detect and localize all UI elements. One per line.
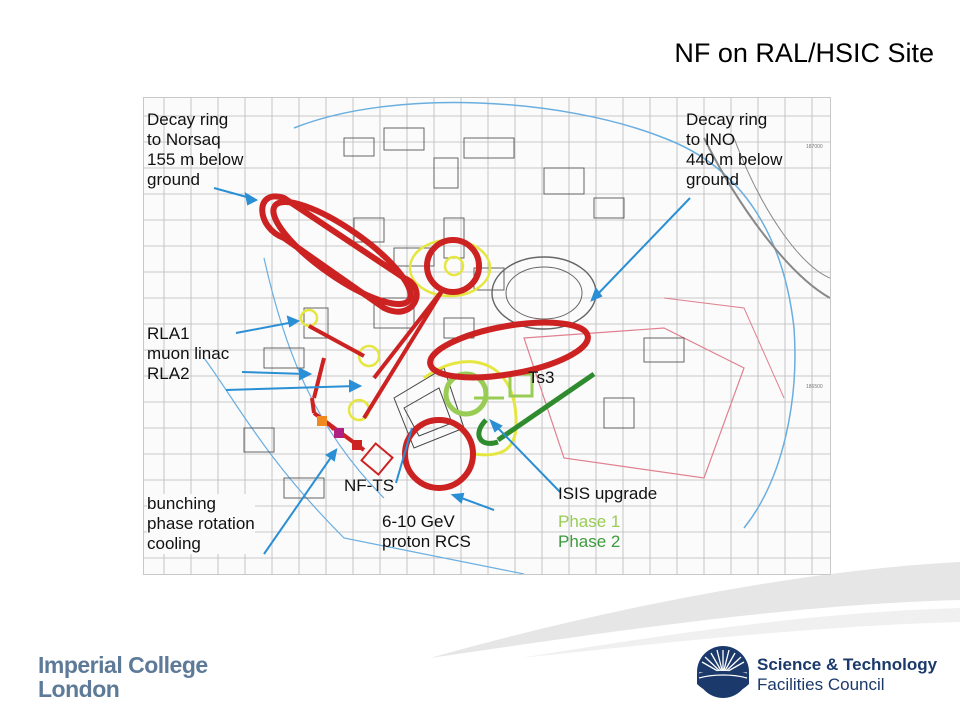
page-title: NF on RAL/HSIC Site	[674, 38, 934, 68]
site-map: 187000 186500 Decay ring to Norsaq 155 m …	[143, 97, 831, 575]
label-nf-ts: NF-TS	[344, 476, 395, 495]
label-rla2: RLA2	[147, 364, 190, 383]
bunching-blocks	[317, 416, 362, 450]
callout-arrows	[213, 187, 691, 555]
map-coordinates: 187000 186500	[806, 144, 823, 390]
accelerator-lines	[308, 286, 446, 476]
phase2-ring	[476, 371, 596, 446]
imperial-college-logo: Imperial College London	[38, 652, 208, 702]
stfc-logo: Science & Technology Facilities Council	[695, 644, 938, 700]
stfc-name-line1: Science & Technology	[757, 655, 938, 674]
label-isis-upgrade: ISIS upgrade	[558, 484, 658, 503]
label-phase1: Phase 1	[558, 512, 621, 531]
stfc-emblem-icon	[697, 646, 749, 698]
label-phase2: Phase 2	[558, 532, 621, 551]
site-roads	[203, 101, 830, 574]
decorative-swoosh	[430, 562, 960, 658]
svg-text:186500: 186500	[806, 384, 823, 390]
label-muon-linac: muon linac	[147, 344, 230, 363]
label-bunching: bunching phase rotation cooling	[147, 494, 255, 554]
label-decay-ring-norsaq: Decay ring to Norsaq 155 m below ground	[147, 110, 244, 189]
stfc-name-line2: Facilities Council	[757, 675, 885, 694]
svg-text:187000: 187000	[806, 144, 823, 150]
site-buildings	[243, 127, 685, 499]
label-rla1: RLA1	[147, 324, 190, 343]
label-proton-rcs: 6-10 GeV proton RCS	[382, 512, 471, 551]
phase1-ring	[443, 371, 534, 417]
label-ts3: Ts3	[528, 368, 555, 387]
label-decay-ring-ino: Decay ring to INO 440 m below ground	[686, 110, 783, 189]
